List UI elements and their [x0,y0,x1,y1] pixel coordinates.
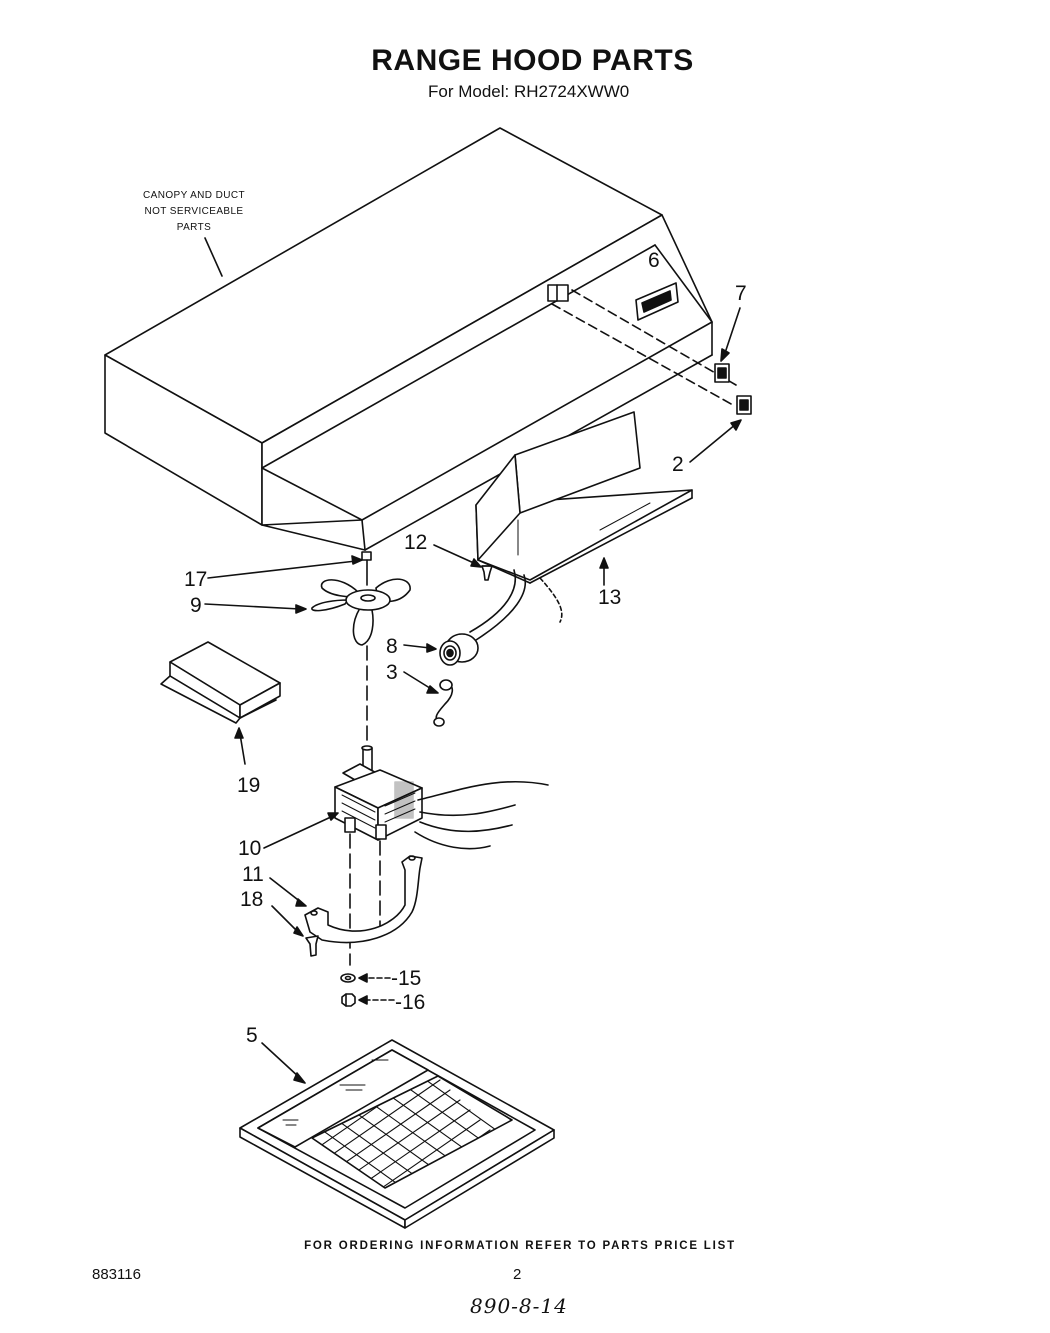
leader-17 [207,560,357,579]
bracket-13 [475,411,693,584]
rocker-switch-2 [736,395,752,415]
arrow-3 [426,685,439,694]
switch-plate-6 [547,282,679,321]
leader-7 [723,307,741,357]
leader-9 [204,603,301,610]
model-subtitle: For Model: RH2724XWW0 [428,82,630,101]
screw-18 [305,935,319,957]
canopy-note-line-3: PARTS [176,222,212,233]
socket-wire-3 [539,577,563,623]
motor-wire-4 [414,831,491,850]
callout-9: 9 [190,594,202,617]
document-code: 883116 [92,1266,141,1283]
arrow-5 [293,1072,306,1084]
callout-6: 6 [648,249,660,272]
leader-11 [269,877,303,904]
leader-12 [433,544,477,565]
callout-3: 3 [386,661,398,684]
leader-19 [239,733,246,765]
washer-15 [340,973,356,983]
leader-18 [271,905,299,933]
callout-15: -15 [391,967,422,990]
callout-7: 7 [735,282,747,305]
arrow-7 [720,348,730,362]
callout-11: 11 [242,863,264,886]
arrow-17 [351,555,363,565]
leader-10 [263,815,334,849]
canopy-note-line-1: CANOPY AND DUCT [143,190,245,201]
arrow-12 [470,558,482,568]
socket-wire-2 [475,574,526,641]
arrow-16 [358,995,368,1005]
callout-17: 17 [184,568,208,591]
arrow-10 [327,812,339,821]
grease-filter-5 [239,1039,555,1229]
callout-19: 19 [237,774,261,797]
callout-13: 13 [598,586,622,609]
leader-2 [689,423,737,463]
lamp-socket-8 [439,633,479,666]
canopy-hood [104,127,713,551]
motor-10 [334,745,423,841]
arrow-11 [295,898,307,907]
screw-12 [481,565,493,581]
ordering-info: FOR ORDERING INFORMATION REFER TO PARTS … [304,1240,736,1252]
arrow-2 [730,419,742,431]
handwritten-note: 890-8-14 [470,1294,568,1318]
motor-bracket-11 [304,855,423,944]
motor-wire-3 [419,821,513,833]
leader-3 [403,671,434,691]
fan-blade-9 [311,578,411,646]
arrow-13 [599,557,609,569]
canopy-note-line-2: NOT SERVICEABLE [144,206,244,217]
callout-2: 2 [672,453,684,476]
page-number: 2 [513,1266,522,1283]
callout-16: -16 [395,991,426,1014]
arrow-9 [295,604,307,614]
leader-5 [261,1042,301,1079]
leader-8 [403,644,431,649]
arrow-15 [358,973,368,983]
arrow-8 [426,643,437,653]
cover-box-19 [160,641,281,724]
callout-12: 12 [404,531,428,554]
motor-wire-2 [419,804,516,817]
callout-8: 8 [386,635,398,658]
note-leader [204,237,223,277]
rocker-switch-7 [714,363,730,383]
callout-18: 18 [240,888,264,911]
canopy-note: CANOPY AND DUCT NOT SERVICEABLE PARTS [118,188,270,236]
socket-wire-1 [469,569,516,633]
dash-line-switch-2 [551,303,734,406]
nut-17 [361,551,372,561]
dash-line-switch-1 [571,289,737,386]
page-title: RANGE HOOD PARTS [371,44,694,77]
nut-16 [341,993,356,1007]
callout-10: 10 [238,837,262,860]
arrow-19 [234,727,244,739]
wire-connector-3 [433,679,454,727]
callout-5: 5 [246,1024,258,1047]
motor-wire-1 [417,780,549,801]
arrow-18 [293,926,304,937]
